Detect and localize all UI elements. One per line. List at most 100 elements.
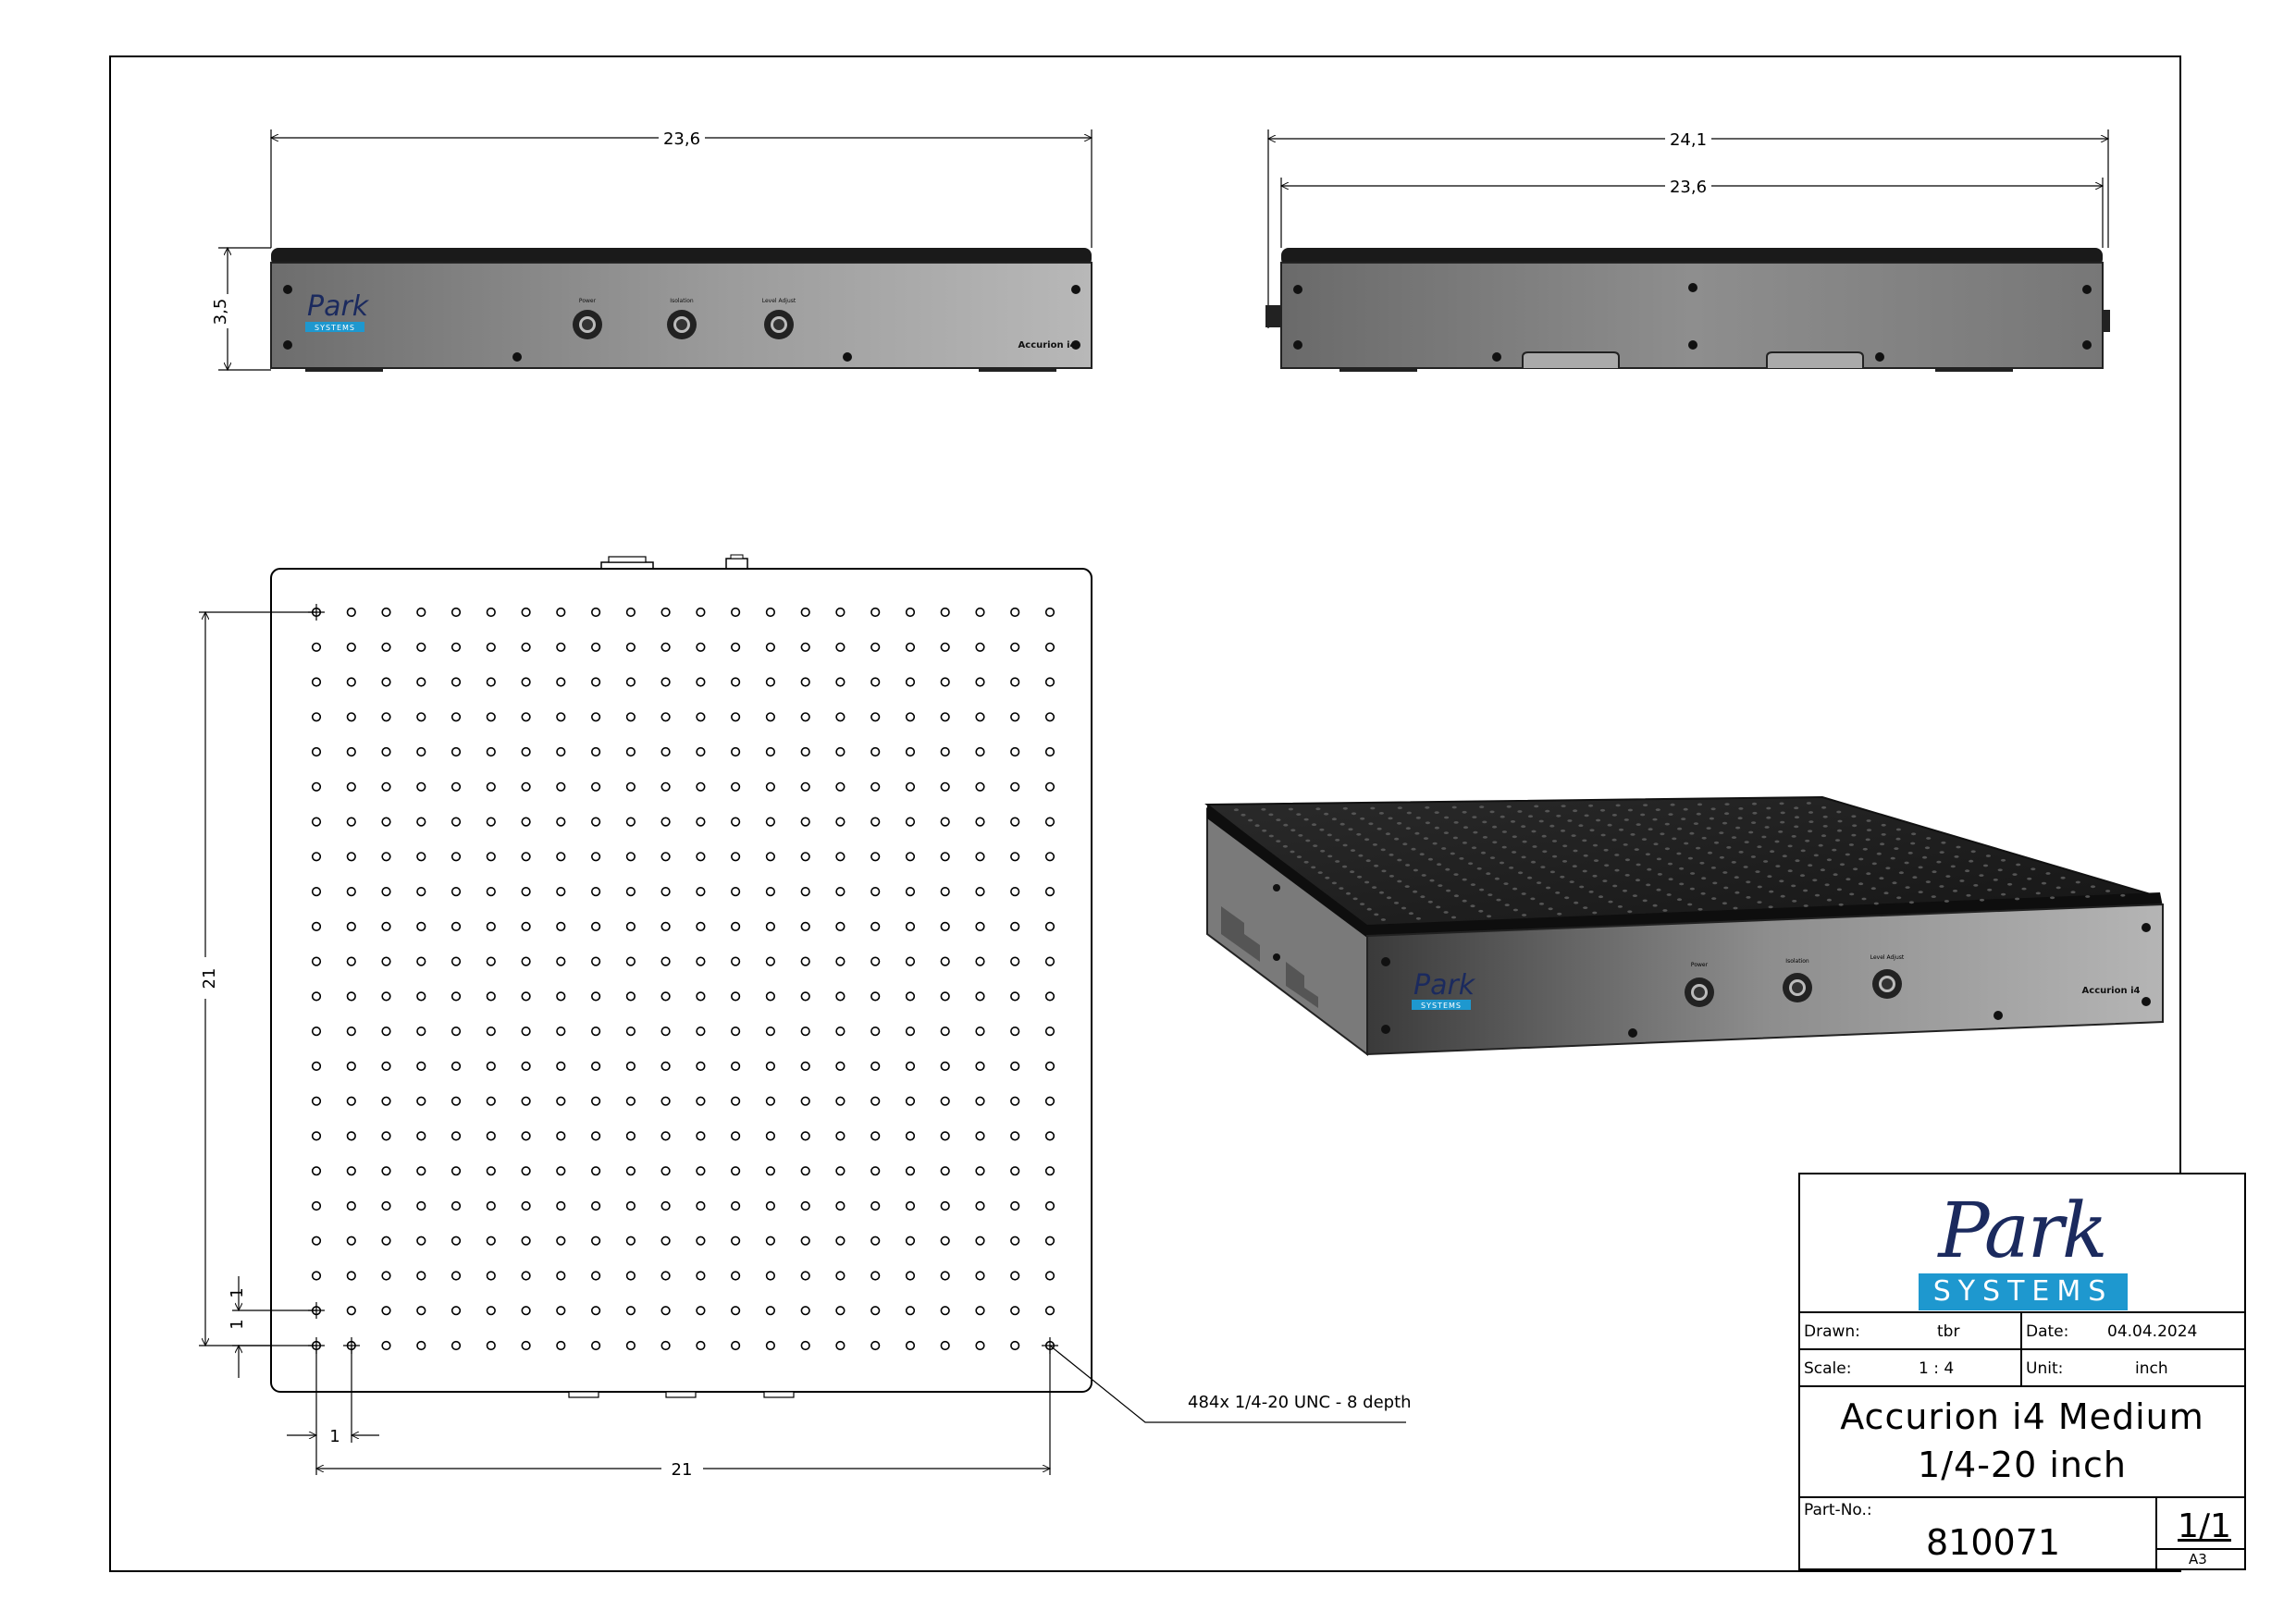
- iso-hole: [1987, 888, 1993, 891]
- mounting-hole: [940, 852, 950, 862]
- iso-hole: [1462, 878, 1467, 881]
- mounting-hole: [835, 781, 846, 792]
- iso-hole: [1956, 845, 1961, 849]
- svg-text:Level Adjust: Level Adjust: [762, 298, 796, 304]
- iso-hole: [1647, 867, 1652, 871]
- mounting-hole: [486, 1061, 496, 1071]
- iso-hole: [1486, 872, 1491, 876]
- iso-hole: [1782, 855, 1787, 858]
- mounting-hole: [416, 852, 426, 862]
- thread-callout: 484x 1/4-20 UNC - 8 depth: [1188, 1393, 1412, 1412]
- mounting-hole: [451, 1166, 462, 1176]
- mounting-hole: [1010, 1200, 1020, 1211]
- mounting-hole: [835, 1026, 846, 1037]
- iso-hole: [1657, 873, 1662, 876]
- iso-hole: [1603, 848, 1609, 852]
- mounting-hole: [556, 642, 566, 652]
- mounting-hole: [416, 712, 426, 722]
- mounting-hole: [346, 1271, 356, 1281]
- iso-hole: [1839, 863, 1845, 867]
- iso-hole: [1555, 891, 1561, 894]
- iso-hole: [1569, 880, 1574, 883]
- iso-hole: [1604, 864, 1610, 867]
- iso-hole: [1489, 856, 1496, 859]
- iso-hole: [1453, 873, 1459, 876]
- iso-hole: [1530, 860, 1537, 864]
- mounting-hole: [1044, 1096, 1055, 1106]
- iso-hole: [1746, 896, 1751, 899]
- date-label: Date:: [2026, 1322, 2069, 1341]
- mounting-hole: [590, 712, 601, 722]
- iso-hole: [1873, 902, 1879, 905]
- iso-hole: [1482, 820, 1487, 824]
- top-vertical-offset-dimension: 1: [228, 1319, 247, 1329]
- iso-hole: [1911, 832, 1917, 836]
- mounting-hole: [870, 677, 881, 687]
- iso-hole: [1922, 855, 1928, 859]
- mounting-hole: [381, 712, 391, 722]
- iso-hole: [1836, 888, 1842, 891]
- mounting-hole: [940, 607, 950, 618]
- iso-hole: [1421, 874, 1426, 877]
- mounting-hole: [486, 1200, 496, 1211]
- mounting-hole: [870, 1340, 881, 1351]
- mounting-hole: [556, 1096, 566, 1106]
- mounting-hole: [625, 607, 636, 618]
- mounting-hole: [590, 921, 601, 932]
- mounting-hole: [835, 746, 846, 757]
- mounting-hole: [660, 1096, 671, 1106]
- mounting-hole: [905, 1096, 916, 1106]
- mounting-hole: [521, 1061, 531, 1071]
- iso-hole: [1876, 852, 1882, 855]
- mounting-hole: [556, 1340, 566, 1351]
- iso-hole: [1320, 849, 1326, 853]
- mounting-hole: [625, 1026, 636, 1037]
- iso-hole: [1768, 905, 1773, 909]
- mounting-hole: [765, 1166, 776, 1176]
- mounting-hole: [660, 712, 671, 722]
- iso-hole: [1851, 815, 1857, 818]
- iso-hole: [1630, 833, 1636, 836]
- top-horizontal-span-dimension: 21: [672, 1460, 693, 1480]
- iso-hole: [1552, 855, 1558, 858]
- iso-hole: [1866, 819, 1871, 822]
- mounting-hole: [590, 852, 601, 862]
- iso-hole: [1560, 875, 1565, 879]
- mounting-hole: [416, 1061, 426, 1071]
- mounting-hole: [625, 642, 636, 652]
- iso-hole: [1931, 895, 1936, 898]
- iso-hole: [1945, 875, 1951, 878]
- mounting-hole: [765, 1340, 776, 1351]
- svg-text:Level Adjust: Level Adjust: [1870, 954, 1905, 961]
- mounting-hole: [486, 746, 496, 757]
- mounting-hole: [696, 1340, 706, 1351]
- iso-hole: [1385, 832, 1390, 836]
- mounting-hole: [346, 677, 356, 687]
- iso-hole: [1687, 856, 1693, 860]
- mounting-hole: [905, 852, 916, 862]
- mounting-hole: [521, 886, 531, 897]
- mounting-hole: [765, 817, 776, 827]
- mounting-hole: [800, 886, 810, 897]
- iso-hole: [1521, 892, 1526, 895]
- mounting-hole: [346, 1236, 356, 1246]
- iso-hole: [1402, 842, 1408, 846]
- mounting-hole: [800, 1306, 810, 1316]
- mounting-hole: [940, 956, 950, 966]
- iso-hole: [1517, 810, 1523, 813]
- iso-hole: [1656, 888, 1661, 891]
- mounting-hole: [905, 642, 916, 652]
- mounting-hole: [940, 1271, 950, 1281]
- mounting-hole: [1010, 607, 1020, 618]
- iso-hole: [1699, 861, 1705, 865]
- mounting-hole: [416, 1271, 426, 1281]
- mounting-hole: [835, 1166, 846, 1176]
- mounting-hole: [800, 991, 810, 1002]
- mounting-hole: [451, 1271, 462, 1281]
- mounting-hole: [556, 1131, 566, 1141]
- iso-hole: [1405, 864, 1411, 867]
- mounting-hole: [381, 1200, 391, 1211]
- scale-cell: Scale: 1 : 4: [1800, 1350, 2022, 1387]
- mounting-hole: [590, 642, 601, 652]
- partno-value: 810071: [1926, 1522, 2061, 1563]
